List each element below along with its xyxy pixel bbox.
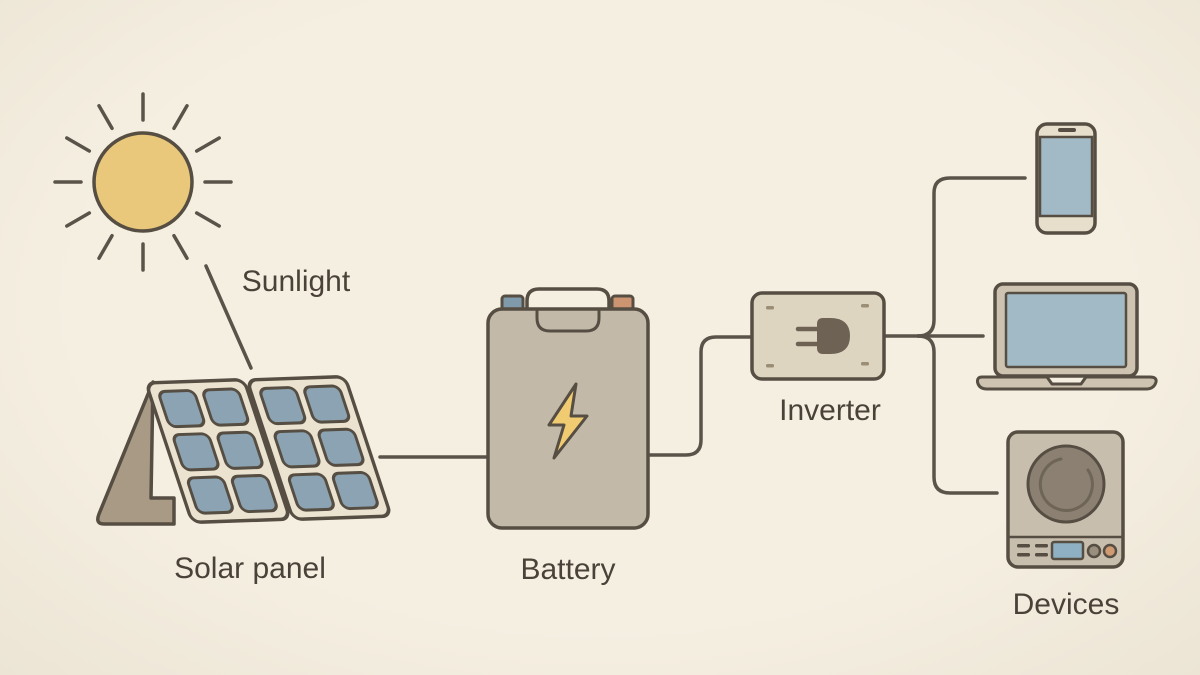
label-inverter: Inverter — [779, 394, 881, 427]
lightning-bolt-icon — [547, 382, 589, 460]
induction-cooktop-icon — [1006, 430, 1125, 569]
cooktop-display — [1050, 540, 1085, 561]
battery-handle-outer — [525, 287, 611, 312]
phone-speaker — [1058, 128, 1076, 132]
laptop-base — [975, 375, 1158, 391]
battery-icon — [486, 287, 650, 530]
label-solar-panel: Solar panel — [174, 552, 326, 585]
panel-right — [247, 375, 391, 521]
sun-rays — [53, 92, 233, 272]
battery-handle-inner — [535, 310, 601, 333]
power-plug-icon — [795, 318, 850, 354]
cooktop-button-orange — [1102, 543, 1118, 559]
label-devices: Devices — [1013, 588, 1120, 621]
label-sunlight: Sunlight — [242, 265, 351, 298]
smartphone-icon — [1035, 122, 1097, 235]
wire-inverter-to-phone — [916, 176, 1027, 338]
sun-icon — [53, 92, 233, 272]
solar-panel-icon — [96, 375, 391, 526]
inverter-screws — [766, 304, 869, 368]
cooktop-button-gray — [1086, 543, 1102, 559]
wire-battery-to-inverter — [647, 335, 753, 457]
cooktop-vents — [1017, 544, 1048, 557]
sunlight-ray-connector — [204, 264, 253, 370]
wire-inverter-to-cooktop — [916, 334, 999, 495]
laptop-icon — [975, 282, 1158, 391]
laptop-screen — [1004, 291, 1128, 369]
sun-disc — [92, 131, 194, 233]
inverter-icon — [750, 291, 886, 381]
panel-left — [146, 378, 290, 524]
panel-stand — [96, 380, 176, 526]
label-battery: Battery — [520, 553, 615, 586]
cooktop-burner-ring — [1038, 457, 1094, 512]
phone-screen — [1038, 135, 1094, 218]
